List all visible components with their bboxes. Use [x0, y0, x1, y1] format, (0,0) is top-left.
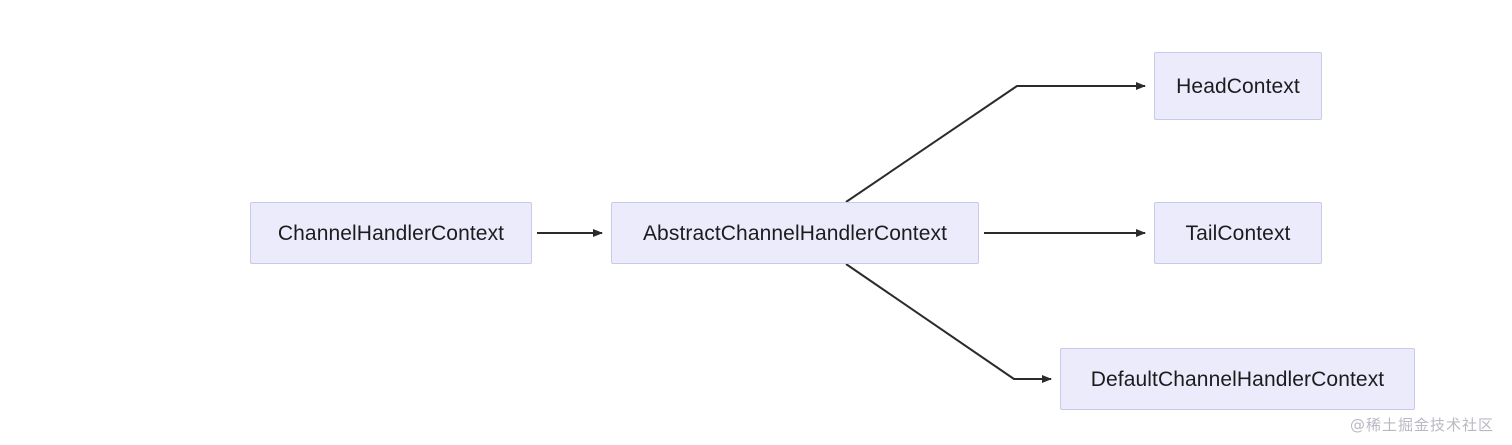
- node-label: TailContext: [1185, 221, 1291, 245]
- node-label: HeadContext: [1176, 74, 1300, 98]
- watermark-text: @稀土掘金技术社区: [1349, 416, 1494, 434]
- node-head-context[interactable]: HeadContext: [1154, 52, 1322, 120]
- edge-abstract-to-head: [845, 82, 1146, 203]
- node-label: DefaultChannelHandlerContext: [1090, 367, 1385, 391]
- edge-abstract-to-default: [845, 263, 1052, 383]
- node-channel-handler-context[interactable]: ChannelHandlerContext: [250, 202, 532, 264]
- node-label: ChannelHandlerContext: [277, 221, 505, 245]
- node-label: AbstractChannelHandlerContext: [642, 221, 948, 245]
- node-abstract-channel-handler-context[interactable]: AbstractChannelHandlerContext: [611, 202, 979, 264]
- node-default-channel-handler-context[interactable]: DefaultChannelHandlerContext: [1060, 348, 1415, 410]
- node-tail-context[interactable]: TailContext: [1154, 202, 1322, 264]
